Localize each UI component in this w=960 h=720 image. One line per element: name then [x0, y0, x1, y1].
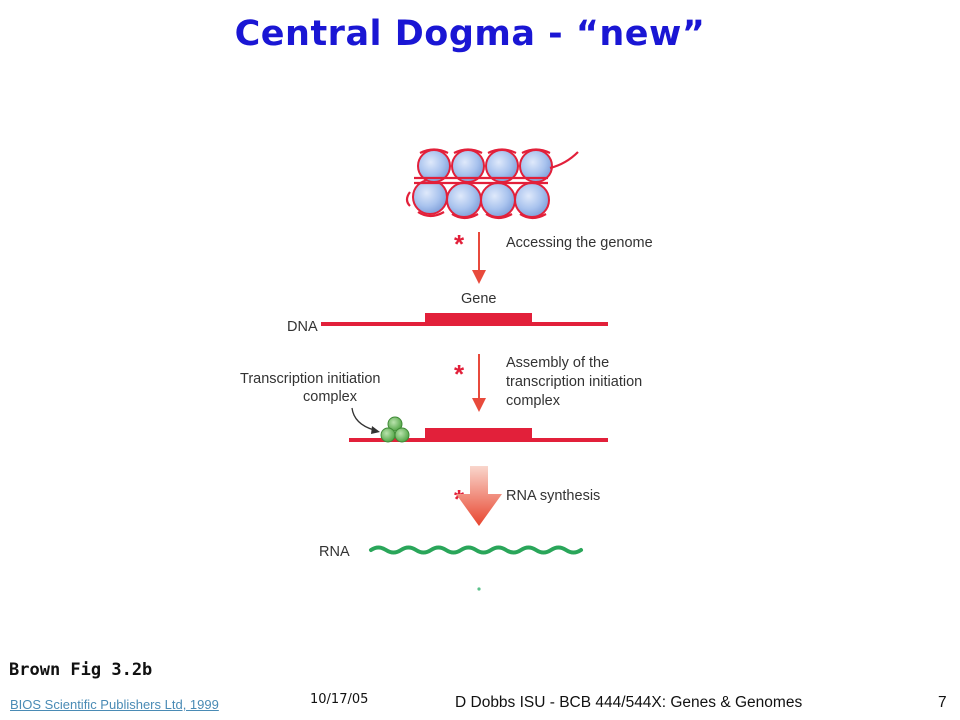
histone-top-row [417, 149, 553, 183]
step-marker-2: * [454, 359, 465, 389]
rna-label: RNA [319, 544, 350, 560]
histone-bottom-row [412, 179, 550, 218]
dna-strand-2 [349, 428, 608, 442]
arrow-down-3 [456, 466, 502, 526]
transcription-complex-icon [380, 416, 410, 443]
complex-label-line1: Transcription initiation [240, 371, 381, 387]
end-dot [477, 587, 481, 591]
step-marker-3: * [454, 484, 465, 514]
rna-strand [369, 545, 583, 555]
complex-label-line2: complex [303, 389, 358, 405]
source-link[interactable]: BIOS Scientific Publishers Ltd, 1999 [10, 697, 219, 712]
dna-label: DNA [287, 319, 318, 335]
arrow-down-1 [472, 232, 486, 284]
arrow-down-2 [472, 354, 486, 412]
dna-strand-1 [321, 313, 608, 326]
step2-label-line1: Assembly of the [506, 355, 609, 371]
step-marker-1: * [454, 229, 465, 259]
step1-label: Accessing the genome [506, 235, 653, 251]
gene-label: Gene [461, 291, 496, 307]
slide-title: Central Dogma - “new” [234, 14, 706, 54]
step2-label-line3: complex [506, 393, 561, 409]
step2-label-line2: transcription initiation [506, 374, 642, 390]
figure-caption: Brown Fig 3.2b [9, 660, 153, 680]
slide-date: 10/17/05 [310, 692, 369, 707]
slide-number: 7 [938, 694, 947, 711]
complex-pointer-arrow [351, 407, 380, 434]
step3-label: RNA synthesis [506, 488, 600, 504]
slide-footer: D Dobbs ISU - BCB 444/544X: Genes & Geno… [455, 694, 803, 711]
dna-wrap-lines [405, 148, 579, 220]
chromatin-nucleosomes [405, 148, 579, 220]
